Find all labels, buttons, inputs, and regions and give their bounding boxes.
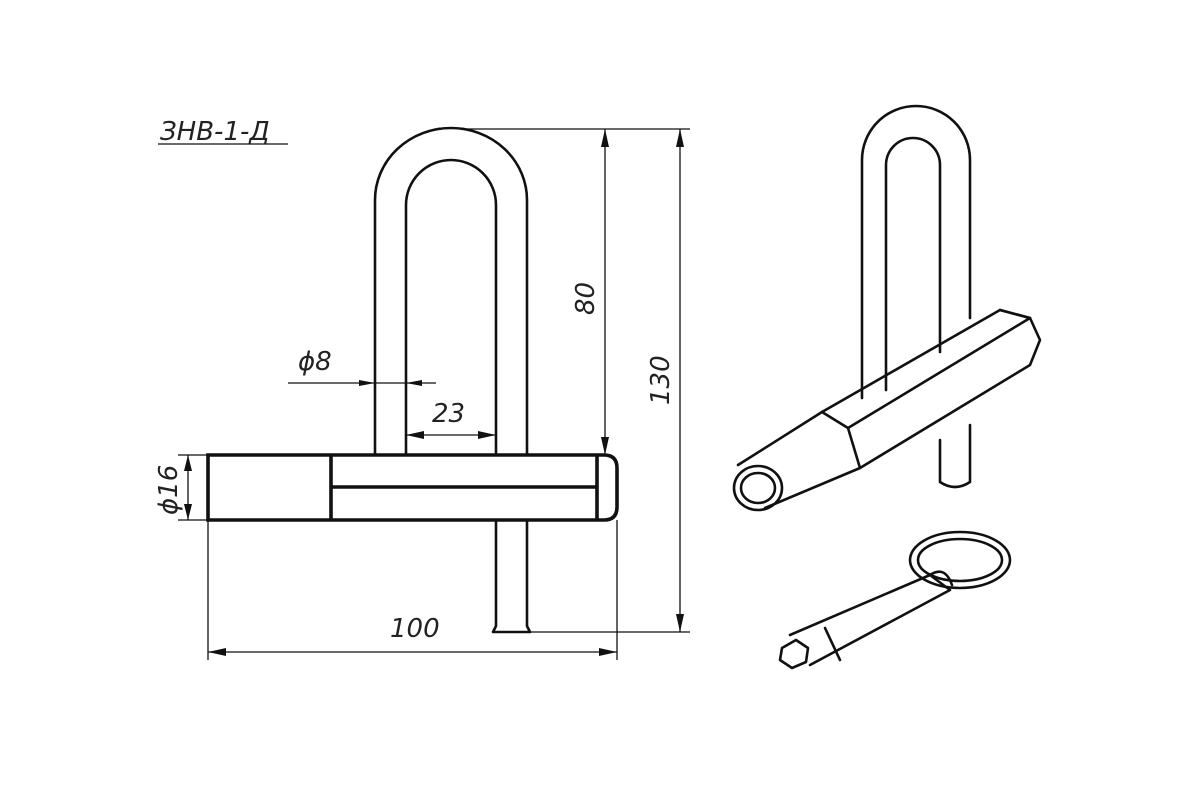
body-bar <box>206 453 619 522</box>
shackle-outer <box>373 126 529 457</box>
dimension-lines <box>178 128 690 660</box>
isometric-lock-view <box>732 104 1042 512</box>
dim-100-label: 100 <box>390 614 440 644</box>
dim-23-label: 23 <box>432 399 465 429</box>
dim-130-label: 130 <box>646 355 676 405</box>
dim-80-label: 80 <box>571 282 601 315</box>
shackle-inner <box>404 158 498 457</box>
shackle-leg-below <box>491 518 532 634</box>
isometric-key-view <box>778 530 1012 670</box>
front-view <box>206 126 619 634</box>
dim-phi8-label: ϕ8 <box>298 347 332 377</box>
drawing-title: ЗНВ-1-Д <box>160 117 270 147</box>
dim-phi16-label: ϕ16 <box>154 465 184 515</box>
